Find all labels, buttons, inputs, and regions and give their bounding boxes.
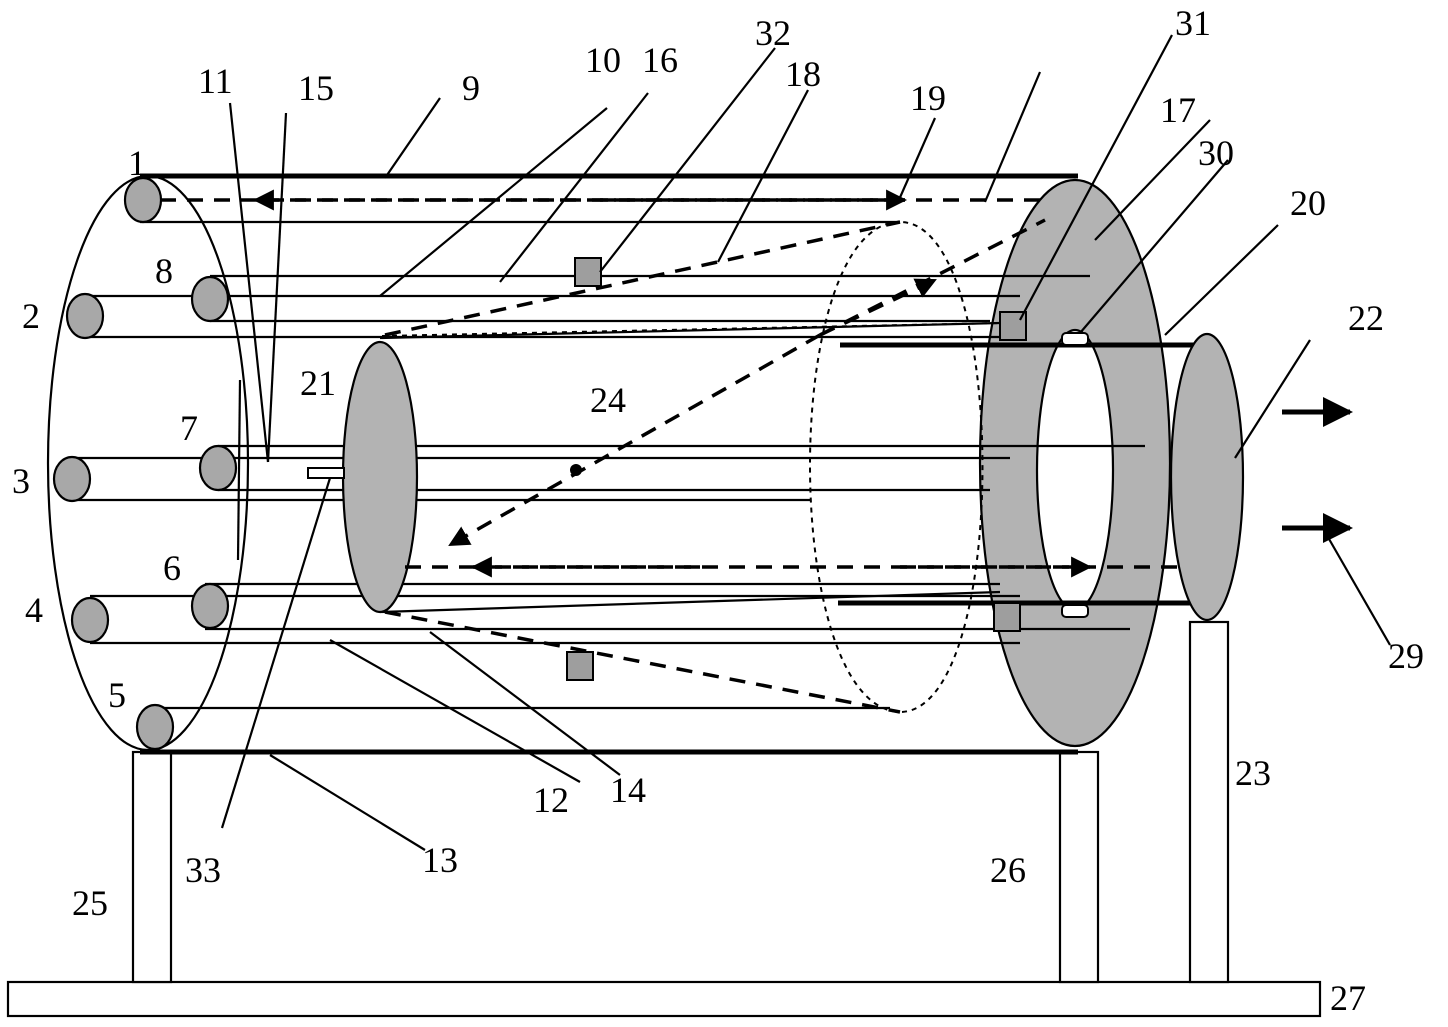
beam-lower-cone — [384, 610, 901, 714]
label-24: 24 — [590, 380, 626, 420]
sensor-lower — [566, 651, 594, 681]
sensor-33 — [307, 467, 345, 479]
label-6: 6 — [163, 548, 181, 588]
label-11: 11 — [198, 61, 233, 101]
label-9: 9 — [462, 68, 480, 108]
sensor-32 — [574, 257, 602, 287]
rod-end-4 — [70, 596, 110, 644]
reference-labels: 1 2 3 4 5 6 7 8 9 10 11 12 13 14 15 16 1… — [12, 3, 1424, 1018]
label-12: 12 — [533, 780, 569, 820]
label-7: 7 — [180, 408, 198, 448]
base-plate — [6, 980, 1322, 1018]
label-14: 14 — [610, 770, 646, 810]
label-21: 21 — [300, 363, 336, 403]
label-17: 17 — [1160, 90, 1196, 130]
label-26: 26 — [990, 850, 1026, 890]
output-disc — [1169, 332, 1245, 622]
label-3: 3 — [12, 461, 30, 501]
right-support — [1058, 750, 1100, 984]
rod-end-7 — [198, 444, 238, 492]
rod-end-6 — [190, 582, 230, 630]
label-18: 18 — [785, 54, 821, 94]
label-22: 22 — [1348, 298, 1384, 338]
label-27: 27 — [1330, 978, 1366, 1018]
beam-upper-cone — [384, 220, 901, 337]
rod-end-2 — [65, 292, 105, 340]
label-29: 29 — [1388, 636, 1424, 676]
label-31: 31 — [1175, 3, 1211, 43]
label-8: 8 — [155, 251, 173, 291]
label-33: 33 — [185, 850, 221, 890]
label-2: 2 — [22, 296, 40, 336]
label-16: 16 — [642, 40, 678, 80]
label-20: 20 — [1290, 183, 1326, 223]
label-13: 13 — [422, 840, 458, 880]
label-30: 30 — [1198, 133, 1234, 173]
rod-end-8 — [190, 275, 230, 323]
label-4: 4 — [25, 590, 43, 630]
sensor-right-lower — [993, 602, 1021, 632]
bracket-lower — [1061, 604, 1089, 618]
focal-point — [570, 464, 582, 476]
disc-support — [1188, 620, 1230, 984]
rod-end-5 — [135, 703, 175, 751]
bracket-30 — [1061, 332, 1089, 346]
label-15: 15 — [298, 68, 334, 108]
label-32: 32 — [755, 13, 791, 53]
label-10: 10 — [585, 40, 621, 80]
rod-end-3 — [52, 455, 92, 503]
label-5: 5 — [108, 675, 126, 715]
label-25: 25 — [72, 883, 108, 923]
dotted-cone-rim — [809, 221, 984, 714]
leader-lines — [220, 34, 1391, 851]
inner-disc — [341, 340, 419, 614]
label-19: 19 — [910, 78, 946, 118]
beam-diagonal — [448, 333, 821, 547]
rod-end-1 — [123, 176, 163, 224]
label-1: 1 — [128, 143, 146, 183]
left-support — [131, 750, 173, 984]
label-23: 23 — [1235, 753, 1271, 793]
